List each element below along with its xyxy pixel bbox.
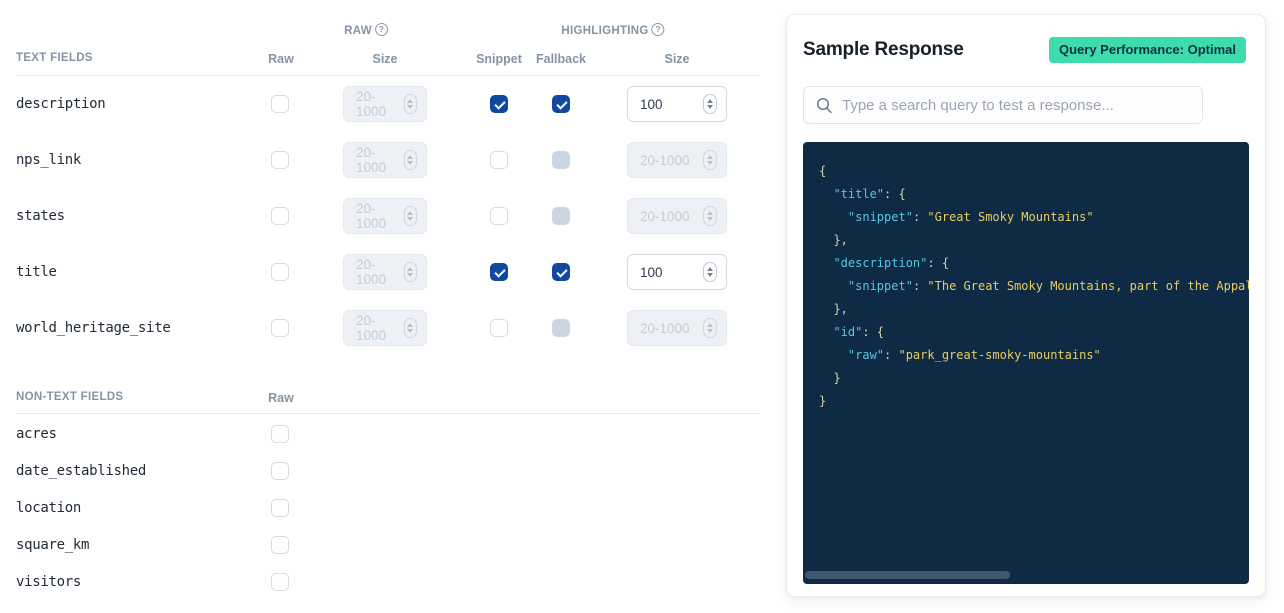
- fallback-checkbox[interactable]: [552, 151, 570, 169]
- text-fields-divider: [16, 75, 760, 76]
- field-name: acres: [16, 425, 57, 442]
- column-header-raw: Raw: [268, 52, 294, 66]
- column-header-snippet: Snippet: [476, 52, 522, 66]
- raw-size-input[interactable]: 20-1000: [343, 198, 427, 234]
- raw-size-input[interactable]: 20-1000: [343, 142, 427, 178]
- highlight-size-input[interactable]: 100: [627, 254, 727, 290]
- field-name: square_km: [16, 536, 90, 553]
- snippet-checkbox[interactable]: [490, 263, 508, 281]
- non-text-field-row: acres: [0, 415, 770, 452]
- non-text-field-row: location: [0, 489, 770, 526]
- stepper-icon[interactable]: [403, 318, 417, 338]
- non-text-field-row: date_established: [0, 452, 770, 489]
- snippet-checkbox[interactable]: [490, 207, 508, 225]
- field-name: nps_link: [16, 152, 82, 168]
- card-title: Sample Response: [803, 39, 964, 60]
- query-performance-badge: Query Performance: Optimal: [1049, 37, 1246, 63]
- raw-size-value: 20-1000: [356, 201, 387, 231]
- raw-size-input[interactable]: 20-1000: [343, 254, 427, 290]
- column-header-fallback: Fallback: [535, 52, 587, 66]
- raw-size-input[interactable]: 20-1000: [343, 86, 427, 122]
- highlighting-group-header: HIGHLIGHTING ?: [561, 22, 665, 37]
- stepper-icon[interactable]: [403, 262, 417, 282]
- column-header-raw-size: Size: [372, 52, 398, 66]
- text-fields-section-label: TEXT FIELDS: [16, 52, 93, 64]
- highlight-size-input[interactable]: 20-1000: [627, 310, 727, 346]
- raw-group-label: RAW: [344, 25, 372, 37]
- field-name: visitors: [16, 573, 82, 590]
- search-icon: [816, 97, 832, 113]
- stepper-icon[interactable]: [703, 318, 717, 338]
- highlight-size-input[interactable]: 20-1000: [627, 198, 727, 234]
- horizontal-scrollbar-thumb[interactable]: [805, 571, 1010, 579]
- raw-checkbox[interactable]: [271, 263, 289, 281]
- field-name: location: [16, 499, 82, 516]
- raw-help-icon[interactable]: ?: [374, 22, 388, 36]
- raw-size-value: 20-1000: [356, 145, 387, 175]
- response-code-block: { "title": { "snippet": "Great Smoky Mou…: [803, 142, 1249, 584]
- search-bar[interactable]: [803, 86, 1203, 124]
- raw-checkbox[interactable]: [271, 424, 289, 443]
- raw-size-value: 20-1000: [356, 89, 387, 119]
- raw-checkbox[interactable]: [271, 572, 289, 591]
- stepper-icon[interactable]: [703, 150, 717, 170]
- text-field-row: states 20-1000 20-1000: [0, 188, 770, 244]
- text-field-row: world_heritage_site 20-1000 20-1000: [0, 300, 770, 356]
- highlight-size-value: 20-1000: [640, 152, 690, 168]
- non-text-fields-rows: acres date_established location square_k…: [0, 415, 770, 600]
- raw-group-header: RAW ?: [344, 22, 388, 37]
- highlighting-help-icon[interactable]: ?: [651, 22, 665, 36]
- highlighting-group-label: HIGHLIGHTING: [561, 25, 649, 37]
- non-text-column-header-raw: Raw: [268, 391, 294, 405]
- non-text-fields-section-label: NON-TEXT FIELDS: [16, 391, 124, 403]
- field-name: description: [16, 96, 106, 112]
- text-field-row: description 20-1000 100: [0, 76, 770, 132]
- highlight-size-value: 20-1000: [640, 320, 690, 336]
- text-field-row: title 20-1000 100: [0, 244, 770, 300]
- text-fields-rows: description 20-1000 100 nps_link 20-1000…: [0, 76, 770, 356]
- highlight-size-value: 100: [640, 264, 663, 280]
- text-field-row: nps_link 20-1000 20-1000: [0, 132, 770, 188]
- stepper-icon[interactable]: [703, 94, 717, 114]
- non-text-field-row: square_km: [0, 526, 770, 563]
- field-config-panel: RAW ? HIGHLIGHTING ? TEXT FIELDS Raw Siz…: [0, 0, 770, 613]
- raw-checkbox[interactable]: [271, 207, 289, 225]
- snippet-checkbox[interactable]: [490, 95, 508, 113]
- snippet-checkbox[interactable]: [490, 319, 508, 337]
- raw-size-input[interactable]: 20-1000: [343, 310, 427, 346]
- stepper-icon[interactable]: [403, 150, 417, 170]
- highlight-size-input[interactable]: 20-1000: [627, 142, 727, 178]
- stepper-icon[interactable]: [403, 206, 417, 226]
- highlight-size-value: 20-1000: [640, 208, 690, 224]
- raw-checkbox[interactable]: [271, 535, 289, 554]
- field-name: world_heritage_site: [16, 320, 171, 336]
- search-input[interactable]: [842, 96, 1190, 114]
- raw-checkbox[interactable]: [271, 151, 289, 169]
- raw-checkbox[interactable]: [271, 319, 289, 337]
- fallback-checkbox[interactable]: [552, 207, 570, 225]
- stepper-icon[interactable]: [703, 262, 717, 282]
- snippet-checkbox[interactable]: [490, 151, 508, 169]
- stepper-icon[interactable]: [703, 206, 717, 226]
- raw-size-value: 20-1000: [356, 257, 387, 287]
- field-name: states: [16, 208, 65, 224]
- non-text-field-row: visitors: [0, 563, 770, 600]
- highlight-size-value: 100: [640, 96, 663, 112]
- column-header-hl-size: Size: [664, 52, 690, 66]
- raw-checkbox[interactable]: [271, 95, 289, 113]
- field-name: title: [16, 264, 57, 280]
- sample-response-card: Sample Response Query Performance: Optim…: [786, 14, 1266, 597]
- raw-checkbox[interactable]: [271, 461, 289, 480]
- fallback-checkbox[interactable]: [552, 319, 570, 337]
- stepper-icon[interactable]: [403, 94, 417, 114]
- raw-checkbox[interactable]: [271, 498, 289, 517]
- non-text-fields-divider: [16, 413, 760, 414]
- raw-size-value: 20-1000: [356, 313, 387, 343]
- highlight-size-input[interactable]: 100: [627, 86, 727, 122]
- fallback-checkbox[interactable]: [552, 95, 570, 113]
- field-name: date_established: [16, 462, 147, 479]
- response-json: { "title": { "snippet": "Great Smoky Mou…: [819, 164, 1249, 408]
- fallback-checkbox[interactable]: [552, 263, 570, 281]
